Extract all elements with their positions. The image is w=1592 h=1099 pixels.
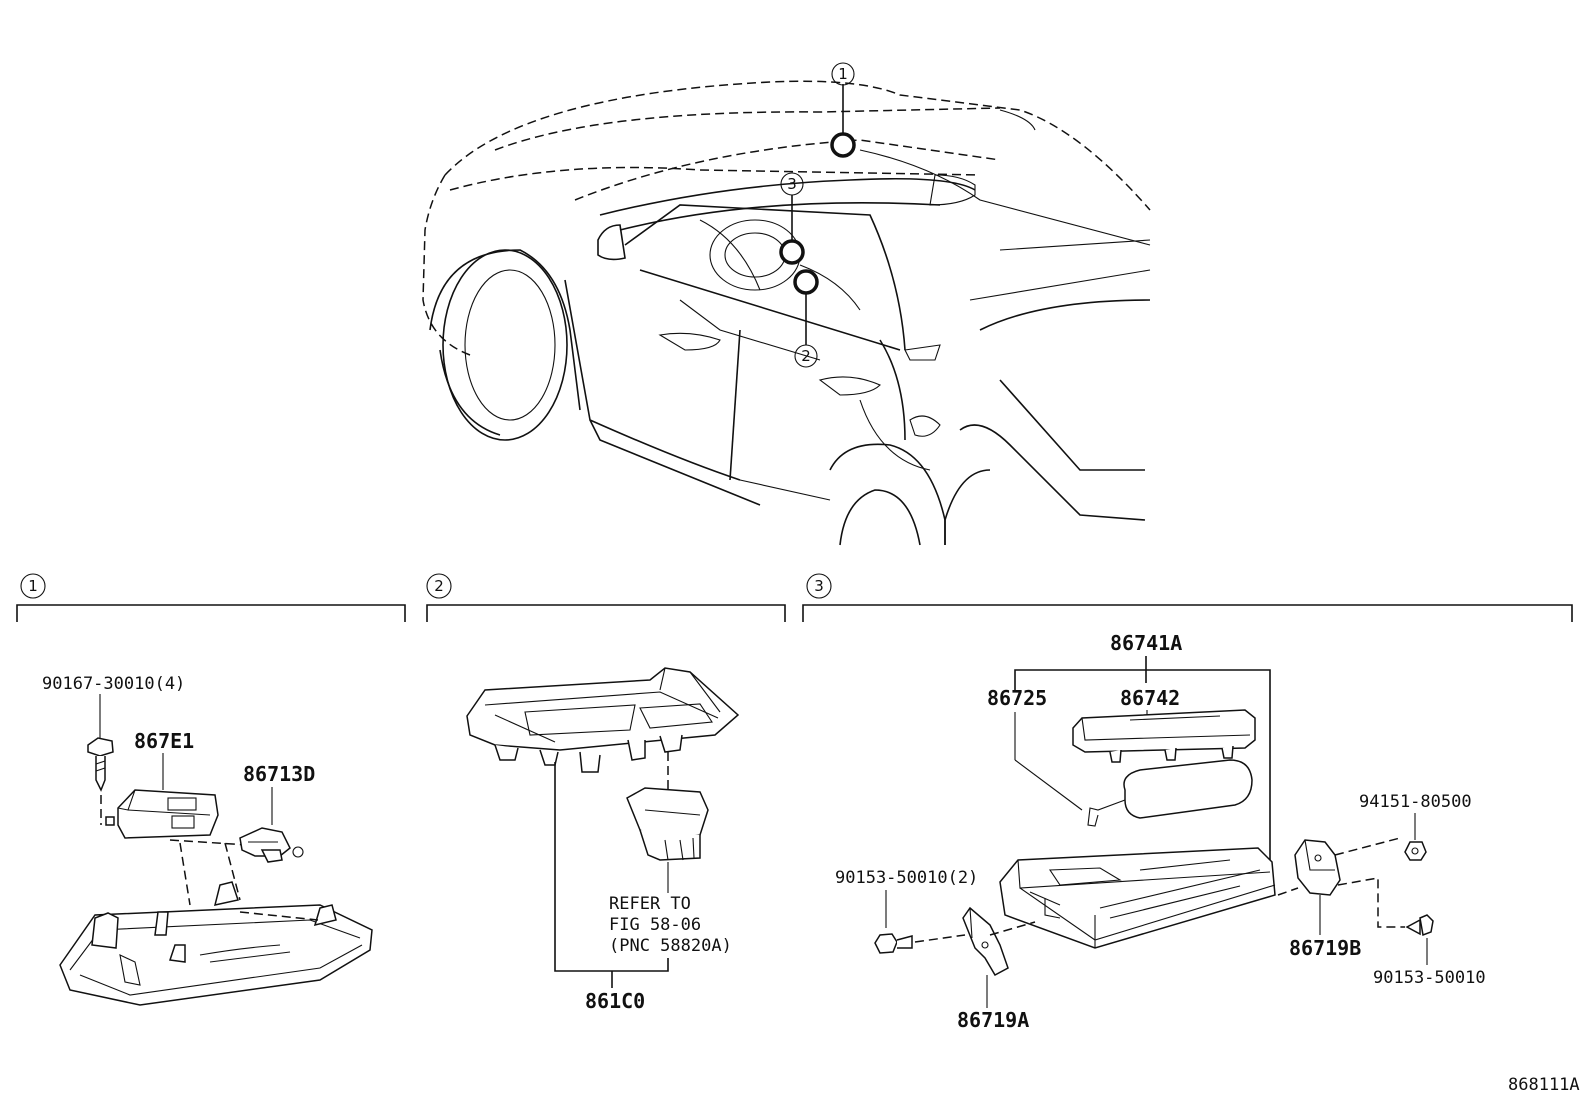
screw-part (87, 737, 114, 792)
section-1-header: 1 (16, 573, 406, 622)
part-label-90153-50010: 90153-50010 (1373, 968, 1486, 988)
section-2-number: 2 (434, 577, 444, 595)
part-label-867E1: 867E1 (134, 729, 194, 753)
callout-2-number: 2 (801, 347, 811, 365)
section-2-parts: REFER TO FIG 58-06 (PNC 58820A) 861C0 (466, 667, 740, 1013)
bolt-left-part (874, 933, 913, 954)
part-label-86719B: 86719B (1289, 936, 1361, 960)
note-line-1: REFER TO (609, 894, 691, 914)
diagram-id: 868111A (1508, 1075, 1580, 1095)
part-label-90153-50010-2: 90153-50010(2) (835, 868, 978, 888)
bolt-right-part (1405, 914, 1434, 937)
section-1-number: 1 (28, 577, 38, 595)
callout-1-number: 1 (838, 65, 848, 83)
part-label-861C0: 861C0 (585, 989, 645, 1013)
ecu-main-part (999, 847, 1276, 949)
section-2-header: 2 (426, 573, 786, 622)
part-label-90167-30010: 90167-30010(4) (42, 674, 185, 694)
vehicle-illustration (422, 80, 1151, 546)
part-label-94151-80500: 94151-80500 (1359, 792, 1472, 812)
base-housing-part (59, 881, 373, 1006)
section-3-header: 3 (802, 573, 1573, 622)
bracket-86719B-part (1294, 839, 1341, 896)
module-867E1-part (105, 789, 219, 839)
note-line-2: FIG 58-06 (609, 915, 701, 935)
section-3-parts: 86741A 86725 86742 (835, 631, 1486, 1032)
callout-3-number: 3 (787, 175, 797, 193)
part-label-86741A: 86741A (1110, 631, 1182, 655)
bracket-86719A-part (962, 906, 1009, 977)
part-label-86713D: 86713D (243, 762, 315, 786)
part-label-86719A: 86719A (957, 1008, 1029, 1032)
part-label-86742: 86742 (1120, 686, 1180, 710)
nut-part (1404, 841, 1427, 861)
part-label-86725: 86725 (987, 686, 1047, 710)
note-line-3: (PNC 58820A) (609, 936, 732, 956)
callout-1-marker: 1 (830, 62, 856, 158)
callout-2-marker: 2 (793, 269, 819, 368)
section-1-parts: 90167-30010(4) 867E1 86713D (42, 674, 373, 1006)
cover-86742-part (1072, 709, 1256, 763)
callout-3-marker: 3 (779, 172, 805, 265)
section-3-number: 3 (814, 577, 824, 595)
bracket-86713D-part (239, 827, 304, 863)
antenna-86725-part (1087, 759, 1253, 827)
charger-module-part (626, 787, 709, 861)
console-tray-part (466, 667, 740, 773)
